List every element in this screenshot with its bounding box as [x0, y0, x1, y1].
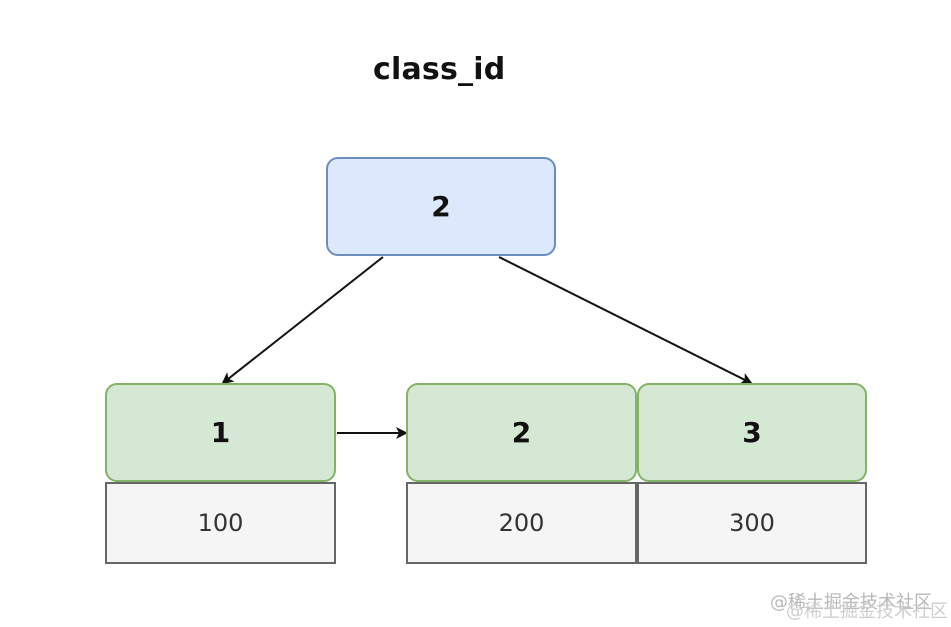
root-node: 2 — [326, 157, 556, 256]
leaf-node-3: 3 — [637, 383, 867, 482]
watermark-text: @稀土掘金技术社区 — [770, 592, 932, 613]
leaf-value-1-text: 100 — [197, 509, 244, 537]
leaf-node-2-label: 2 — [511, 416, 532, 449]
leaf-value-3-text: 300 — [729, 509, 775, 537]
leaf-value-3: 300 — [637, 482, 867, 564]
diagram-title: class_id — [373, 52, 506, 87]
watermark-text-shadow: @稀土掘金技术社区 — [786, 601, 948, 622]
leaf-node-3-label: 3 — [742, 416, 762, 449]
root-to-leaf-3-arrow — [498, 256, 753, 384]
root-to-leaf-1-arrow — [221, 256, 384, 385]
leaf-value-2: 200 — [406, 482, 637, 564]
root-node-label: 2 — [431, 190, 451, 223]
leaf-value-1: 100 — [105, 482, 336, 564]
leaf-node-2: 2 — [406, 383, 637, 482]
leaf-node-1: 1 — [105, 383, 336, 482]
leaf-node-1-label: 1 — [210, 416, 231, 449]
leaf-value-2-text: 200 — [498, 509, 545, 537]
